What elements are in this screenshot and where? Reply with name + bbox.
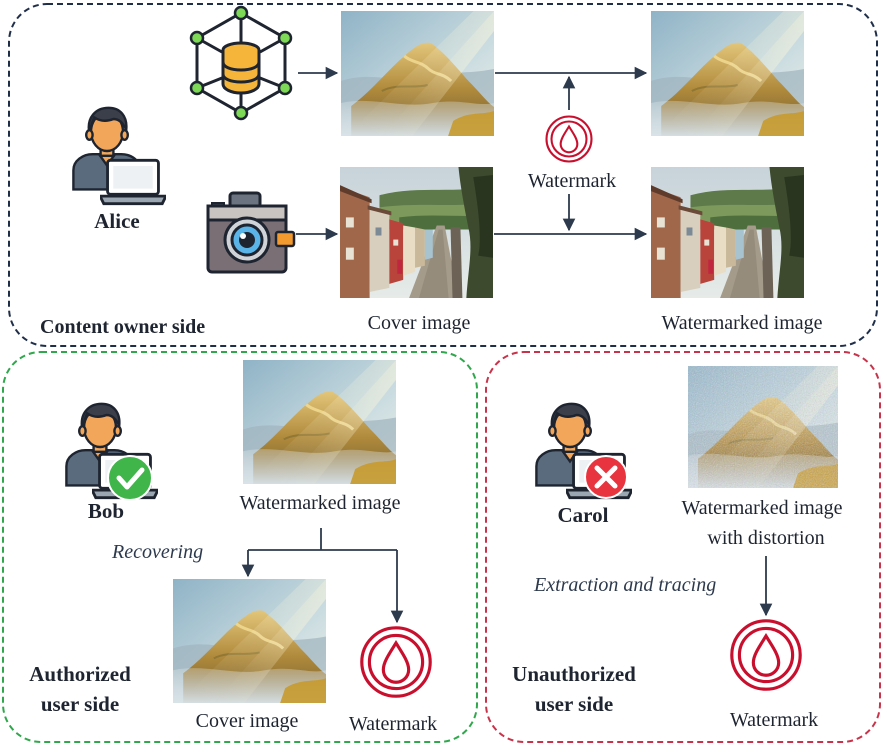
bob-name: Bob <box>88 499 124 523</box>
bob-watermark-icon <box>360 626 432 698</box>
alice-name: Alice <box>94 209 139 233</box>
owner-side-frame <box>8 3 878 347</box>
database-network-icon <box>189 5 293 121</box>
cover-image-village <box>340 167 493 298</box>
bob-cover-caption: Cover image <box>196 710 299 732</box>
carol-watermark-icon <box>730 619 802 691</box>
bob-watermarked-caption: Watermarked image <box>239 492 400 514</box>
authorized-section-label-line1: Authorized <box>29 662 131 686</box>
bob-watermarked-image <box>243 360 396 484</box>
laptop-icon <box>100 158 166 206</box>
owner-cover-caption: Cover image <box>368 312 471 334</box>
bob-watermark-label: Watermark <box>349 713 437 735</box>
distorted-watermarked-image <box>688 366 838 488</box>
unauthorized-section-label-line1: Unauthorized <box>512 662 636 686</box>
watermarked-image-mountain <box>651 11 804 136</box>
carol-watermarked-caption-line1: Watermarked image <box>681 497 842 519</box>
carol-watermarked-caption-line2: with distortion <box>707 527 824 549</box>
owner-watermark-label: Watermark <box>528 170 616 192</box>
check-badge-icon <box>107 455 153 501</box>
carol-name: Carol <box>558 503 609 527</box>
alice-figure <box>71 106 166 206</box>
carol-watermark-label: Watermark <box>730 709 818 731</box>
unauthorized-section-label-line2: user side <box>535 692 613 716</box>
recovering-label: Recovering <box>111 541 203 563</box>
owner-watermarked-caption: Watermarked image <box>661 312 822 334</box>
bob-figure <box>64 402 158 501</box>
owner-section-label: Content owner side <box>40 316 205 338</box>
authorized-section-label-line2: user side <box>41 692 119 716</box>
carol-figure <box>534 402 632 500</box>
authorized-side-frame <box>2 351 478 743</box>
watermarked-image-village <box>651 167 804 298</box>
bob-recovered-cover-image <box>173 579 326 703</box>
camera-icon <box>206 191 296 274</box>
cover-image-mountain <box>341 11 494 136</box>
unauthorized-side-frame <box>485 351 881 743</box>
extraction-label: Extraction and tracing <box>533 574 716 596</box>
owner-watermark-icon <box>545 115 593 163</box>
